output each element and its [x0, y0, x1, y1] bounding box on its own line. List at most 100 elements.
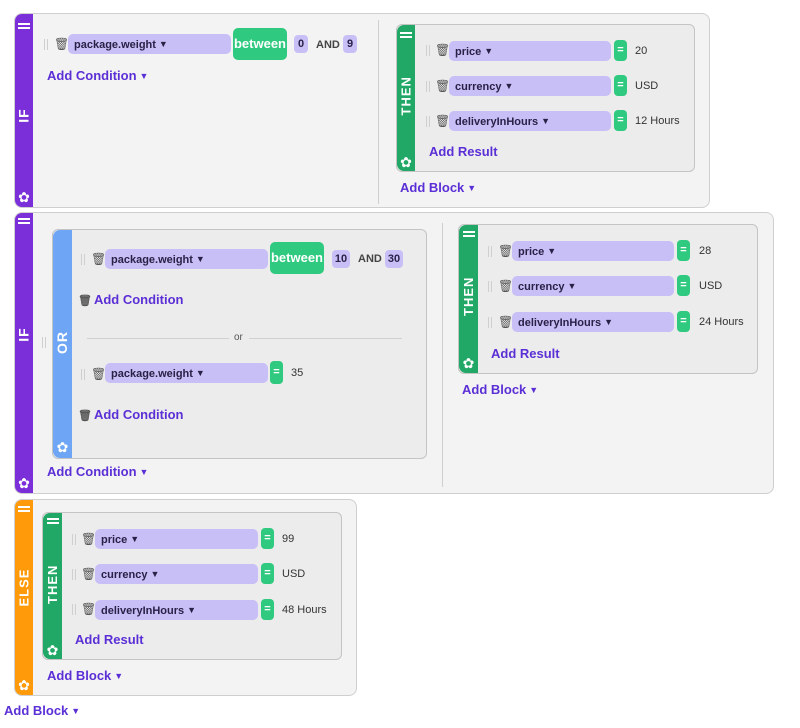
add-condition-button[interactable]: Add Condition▼	[47, 464, 148, 480]
gear-icon[interactable]: ✿	[462, 355, 475, 371]
menu-handle-icon[interactable]	[18, 218, 30, 220]
add-block-button[interactable]: Add Block▼	[47, 668, 123, 684]
condition-value[interactable]: 35	[291, 367, 304, 379]
drag-handle-icon[interactable]	[81, 369, 85, 380]
range-to-value[interactable]: 9	[343, 35, 357, 53]
gear-icon[interactable]: ✿	[46, 642, 59, 658]
equals-operator[interactable]: =	[677, 240, 690, 261]
range-to-value[interactable]: 30	[385, 250, 403, 268]
gear-icon[interactable]: ✿	[400, 154, 412, 170]
result-value[interactable]: 48 Hours	[282, 604, 327, 616]
trash-icon[interactable]: 🗑	[81, 567, 97, 581]
trash-icon[interactable]: 🗑	[435, 79, 451, 93]
chevron-down-icon: ▼	[150, 569, 160, 579]
menu-handle-icon[interactable]	[462, 231, 475, 233]
chevron-down-icon: ▼	[467, 183, 477, 193]
result-value[interactable]: 12 Hours	[635, 115, 680, 127]
gear-icon[interactable]: ✿	[18, 677, 30, 693]
condition-field-select[interactable]: package.weight▼	[105, 363, 268, 383]
trash-icon[interactable]: 🗑	[435, 114, 451, 128]
trash-icon[interactable]: 🗑	[54, 37, 70, 51]
equals-operator[interactable]: =	[677, 275, 690, 296]
add-result-button[interactable]: Add Result	[75, 632, 144, 647]
result-field-select[interactable]: price▼	[95, 529, 258, 549]
trash-icon[interactable]: 🗑	[498, 244, 514, 258]
drag-handle-icon[interactable]	[488, 317, 492, 328]
drag-handle-icon[interactable]	[42, 337, 46, 348]
field-label: package.weight	[74, 39, 156, 51]
condition-field-select[interactable]: package.weight▼	[105, 249, 268, 269]
menu-handle-icon[interactable]	[18, 506, 30, 508]
result-field-select[interactable]: deliveryInHours▼	[95, 600, 258, 620]
result-field-select[interactable]: currency▼	[95, 564, 258, 584]
drag-handle-icon[interactable]	[426, 81, 430, 92]
drag-handle-icon[interactable]	[72, 534, 76, 545]
result-value[interactable]: USD	[699, 280, 723, 292]
equals-operator[interactable]: =	[614, 75, 627, 96]
or-group: OR ✿ 🗑 package.weight▼ between 10 AND 30…	[52, 229, 427, 459]
trash-icon[interactable]: 🗑	[81, 532, 97, 546]
equals-operator[interactable]: =	[261, 528, 274, 549]
add-condition-button[interactable]: Add Condition▼	[47, 68, 148, 84]
or-separator	[87, 338, 229, 339]
result-value[interactable]: 99	[282, 533, 295, 545]
gear-icon[interactable]: ✿	[56, 439, 69, 455]
trash-icon[interactable]: 🗑	[91, 367, 107, 381]
range-from-value[interactable]: 0	[294, 35, 308, 53]
block-divider	[442, 223, 443, 487]
chevron-down-icon: ▼	[529, 385, 539, 395]
trash-icon[interactable]: 🗑	[91, 252, 107, 266]
equals-operator[interactable]: =	[270, 361, 283, 384]
add-result-button[interactable]: Add Result	[429, 144, 498, 159]
result-field-select[interactable]: price▼	[449, 41, 611, 61]
gear-icon[interactable]: ✿	[18, 189, 30, 205]
trash-icon[interactable]: 🗑	[498, 315, 514, 329]
gear-icon[interactable]: ✿	[18, 475, 30, 491]
result-field-select[interactable]: deliveryInHours▼	[512, 312, 674, 332]
between-operator[interactable]: between	[233, 28, 287, 60]
range-from-value[interactable]: 10	[332, 250, 350, 268]
drag-handle-icon[interactable]	[488, 281, 492, 292]
add-condition-button[interactable]: 🗑Add Condition	[78, 292, 184, 309]
result-field-select[interactable]: price▼	[512, 241, 674, 261]
trash-icon[interactable]: 🗑	[435, 43, 451, 57]
result-value[interactable]: USD	[635, 80, 659, 92]
drag-handle-icon[interactable]	[72, 569, 76, 580]
trash-icon[interactable]: 🗑	[81, 602, 97, 616]
equals-operator[interactable]: =	[614, 110, 627, 131]
drag-handle-icon[interactable]	[426, 116, 430, 127]
drag-handle-icon[interactable]	[488, 246, 492, 257]
drag-handle-icon[interactable]	[72, 604, 76, 615]
result-value[interactable]: USD	[282, 568, 306, 580]
result-value[interactable]: 24 Hours	[699, 316, 744, 328]
add-block-button[interactable]: Add Block▼	[4, 703, 80, 719]
trash-icon[interactable]: 🗑	[78, 295, 92, 307]
add-condition-button[interactable]: 🗑Add Condition	[78, 407, 184, 424]
trash-icon[interactable]: 🗑	[498, 279, 514, 293]
result-field-select[interactable]: deliveryInHours▼	[449, 111, 611, 131]
add-block-button[interactable]: Add Block▼	[400, 180, 476, 196]
result-field-select[interactable]: currency▼	[449, 76, 611, 96]
drag-handle-icon[interactable]	[81, 254, 85, 265]
equals-operator[interactable]: =	[261, 563, 274, 584]
add-block-button[interactable]: Add Block▼	[462, 382, 538, 398]
between-operator[interactable]: between	[270, 242, 324, 274]
trash-icon[interactable]: 🗑	[78, 410, 92, 422]
condition-field-select[interactable]: package.weight▼	[68, 34, 231, 54]
equals-operator[interactable]: =	[614, 40, 627, 61]
result-field-select[interactable]: currency▼	[512, 276, 674, 296]
add-result-button[interactable]: Add Result	[491, 346, 560, 361]
result-value[interactable]: 20	[635, 45, 648, 57]
menu-handle-icon[interactable]	[18, 23, 30, 25]
menu-handle-icon[interactable]	[400, 32, 412, 34]
else-block: ELSE ✿ THEN ✿ 🗑 price▼ = 99 🗑 currency▼ …	[14, 499, 357, 696]
drag-handle-icon[interactable]	[426, 45, 430, 56]
equals-operator[interactable]: =	[261, 599, 274, 620]
chevron-down-icon: ▼	[504, 81, 514, 91]
result-value[interactable]: 28	[699, 245, 712, 257]
then-block-else: THEN ✿ 🗑 price▼ = 99 🗑 currency▼ = USD 🗑…	[42, 512, 342, 660]
drag-handle-icon[interactable]	[44, 39, 48, 50]
menu-handle-icon[interactable]	[46, 518, 59, 520]
if-strip: IF ✿	[15, 213, 33, 493]
equals-operator[interactable]: =	[677, 311, 690, 332]
